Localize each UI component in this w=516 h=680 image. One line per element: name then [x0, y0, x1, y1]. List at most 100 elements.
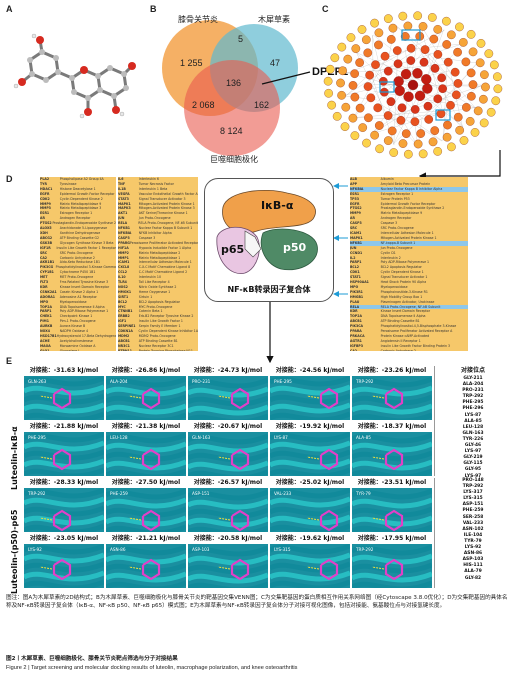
docking-site: HIS-111 — [463, 563, 483, 569]
gene-symbol: MAPK3 — [118, 206, 131, 211]
gene-name: DNA Topoisomerase II Alpha — [380, 314, 426, 319]
ppi-node — [366, 93, 376, 103]
luteolin-ligand — [52, 509, 72, 532]
gene-name: Cyclin Dependent Kinase 2 — [59, 196, 103, 201]
ppi-node — [375, 144, 384, 154]
ppi-node — [332, 111, 342, 121]
ppi-node — [374, 121, 384, 130]
gene-name: Monoamine Oxidase A — [59, 343, 96, 348]
docking-site: GLY-46 — [464, 443, 482, 449]
gene-name: Phosphatidylinositol 3-Kinase Gamma — [55, 265, 116, 270]
ppi-node — [413, 139, 423, 149]
gene-symbol: ADORA1 — [40, 294, 55, 299]
ppi-node — [383, 14, 393, 23]
docking-site: LYS-87 — [464, 412, 482, 418]
gene-symbol: HMGB1 — [350, 294, 364, 299]
gene-name: Jun Proto-Oncogene — [380, 245, 413, 250]
gene-symbol: BCL2 — [118, 299, 128, 304]
gene-symbol: CA2 — [350, 348, 358, 351]
gene-symbol: ALOX5 — [40, 226, 52, 231]
ppi-node — [365, 70, 375, 80]
complex-caption: NF-κB转录因子复合体 — [227, 285, 311, 294]
ppi-node — [481, 82, 490, 92]
gene-name: Nuclear Factor Kappa B Inhibitor Alpha — [380, 186, 443, 191]
ppi-node — [371, 60, 380, 70]
gene-symbol: IGFBP3 — [350, 343, 363, 348]
ppi-node — [462, 103, 471, 112]
docking-site: PHE-296 — [462, 406, 484, 412]
ppi-node — [479, 118, 489, 128]
ppi-node — [493, 84, 503, 94]
gene-name: Myeloperoxidase — [380, 284, 408, 289]
gene-name: Mitogen-Activated Protein Kinase 3 — [138, 206, 195, 211]
ppi-node — [389, 148, 399, 157]
ppi-node — [416, 129, 426, 138]
gene-symbol: IL2 — [350, 255, 356, 260]
ppi-node — [430, 64, 440, 73]
ppi-node — [350, 131, 360, 140]
luteolin-ligand — [141, 448, 161, 471]
ppi-node — [397, 103, 407, 113]
luteolin-ligand — [319, 448, 339, 471]
docking-site: TYR-226 — [462, 436, 484, 442]
ppi-highlight-box — [435, 109, 451, 121]
gene-symbol: AKT1 — [118, 211, 128, 216]
gene-name: Carbonic Anhydrase 2 — [380, 348, 416, 351]
gene-name: Androgen Receptor — [59, 216, 91, 221]
gene-name: Histone Deacetylase 1 — [59, 186, 96, 191]
gene-symbol: ICAM1 — [350, 230, 362, 235]
gene-name: Caspase 3 — [380, 221, 398, 226]
gene-row: MAPK3 Mitogen-Activated Protein Kinase 3 — [118, 206, 198, 211]
residue-tag: ASN-86 — [110, 547, 126, 552]
gene-symbol: MMP2 — [118, 250, 129, 255]
gene-symbol: MET — [40, 275, 48, 280]
ppi-node — [443, 57, 453, 67]
gene-name: Amyloid Beta Precursor Protein — [380, 181, 431, 186]
sites-header: 对接位点 — [460, 367, 485, 374]
gene-symbol: JUN — [118, 216, 125, 221]
ppi-node — [422, 83, 433, 94]
gene-name: Kinase Insert Domain Receptor — [380, 309, 431, 314]
venn-n-right: 47 — [270, 58, 280, 68]
ppi-node — [403, 91, 414, 102]
gene-name: Interleukin 1 Beta — [138, 186, 168, 191]
docking-site: ILE-104 — [463, 532, 483, 538]
gene-symbol: CDK1 — [350, 270, 360, 275]
gene-name: Jun Proto-Oncogene — [138, 216, 171, 221]
panel-letter-a: A — [6, 4, 13, 14]
gene-symbol: AR — [350, 216, 355, 221]
gene-name: Interleukin 2 — [380, 255, 401, 260]
ppi-node — [442, 132, 452, 142]
p50-label: p50 — [283, 241, 307, 254]
gene-name: Signal Transducer Activator 3 — [138, 196, 186, 201]
gene-name: Angiotensin II Receptor 1 — [380, 338, 421, 343]
docking-energy: 对接能：-17.95 kJ/mol — [352, 534, 432, 544]
gene-symbol: SERPINE1 — [118, 324, 136, 329]
residue-tag: PRO-231 — [192, 379, 211, 384]
gene-name: Matrix Metallopeptidase 9 — [380, 211, 423, 216]
ppi-node — [424, 115, 434, 124]
